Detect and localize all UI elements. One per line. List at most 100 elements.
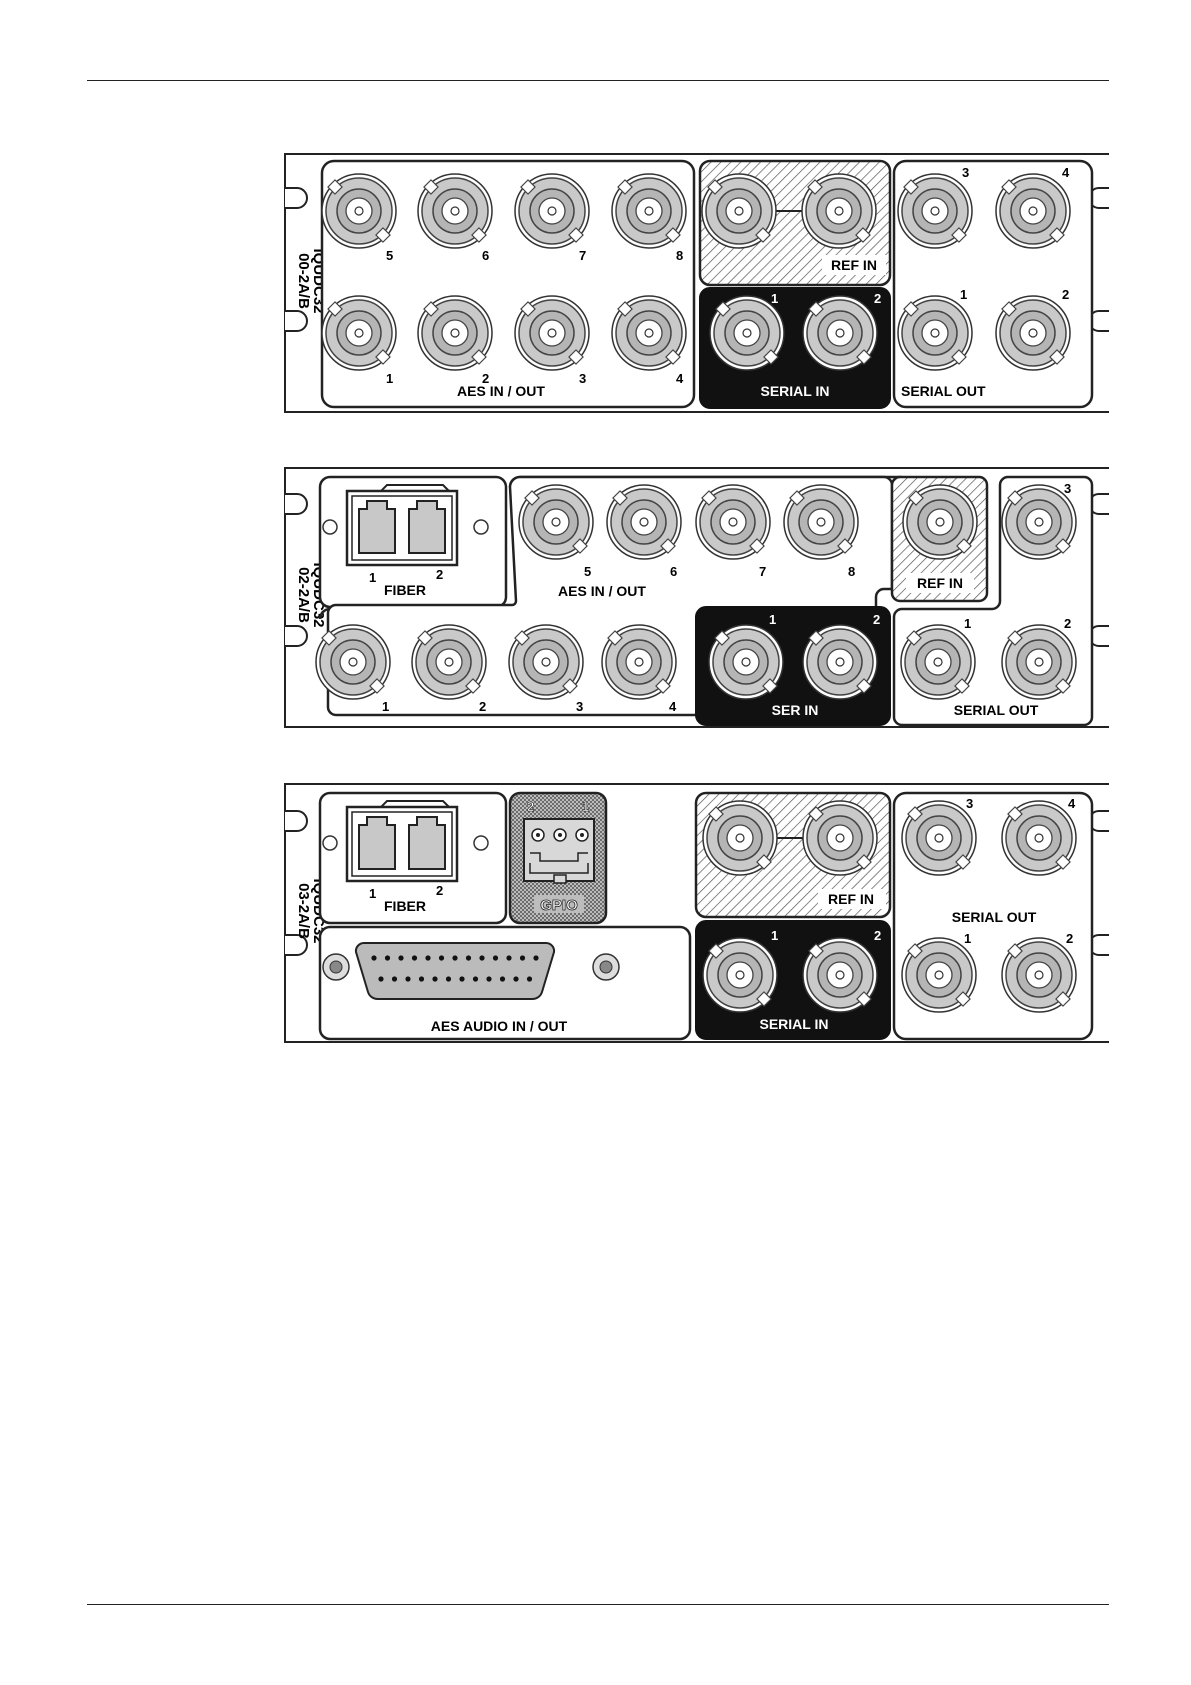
serial-out-number: 1 [964, 931, 971, 946]
gpio-label: GPIO [540, 897, 578, 914]
fiber-connector-icon [347, 485, 457, 565]
bnc-connector-icon [802, 174, 876, 248]
footer-rule [87, 1604, 1109, 1605]
bnc-connector-icon [709, 625, 783, 699]
bnc-connector-icon [412, 625, 486, 699]
bnc-connector-icon [612, 174, 686, 248]
serial-out-number: 2 [1066, 931, 1073, 946]
bnc-connector-icon [322, 174, 396, 248]
serial-out-number: 4 [1068, 796, 1076, 811]
bnc-connector-icon [901, 625, 975, 699]
bnc-connector-icon [703, 801, 777, 875]
serial-in-number: 1 [771, 928, 778, 943]
bnc-connector-icon [898, 174, 972, 248]
serial-in-label: SERIAL IN [760, 1016, 829, 1032]
gpio-terminal-icon [524, 819, 594, 883]
panel-drawing: IQUDC32 03-2A/B 1 2 FIBER 2 1 GPIO AES A… [284, 783, 1109, 1045]
bnc-connector-icon [1002, 485, 1076, 559]
panel-iqudc32-00: IQUDC32 00-2A/B 5 6 7 8 1 2 3 4 AES IN /… [284, 153, 1109, 414]
serial-out-label: SERIAL OUT [954, 702, 1039, 718]
bnc-connector-icon [902, 801, 976, 875]
gpio-number: 1 [582, 799, 589, 814]
bnc-connector-icon [710, 296, 784, 370]
bnc-connector-icon [803, 625, 877, 699]
fiber-number: 1 [369, 570, 376, 585]
bnc-connector-icon [322, 296, 396, 370]
bnc-connector-icon [702, 174, 776, 248]
serial-out-number: 2 [1064, 616, 1071, 631]
serial-out-number: 1 [964, 616, 971, 631]
bnc-connector-icon [696, 485, 770, 559]
bnc-connector-icon [602, 625, 676, 699]
bnc-connector-icon [703, 938, 777, 1012]
aes-number: 7 [759, 564, 766, 579]
aes-number: 4 [676, 371, 684, 386]
aes-number: 5 [386, 248, 393, 263]
bnc-connector-icon [515, 296, 589, 370]
serial-out-number: 1 [960, 287, 967, 302]
aes-number: 1 [382, 699, 389, 714]
fiber-number: 2 [436, 567, 443, 582]
aes-label: AES IN / OUT [558, 583, 646, 599]
gpio-number: 2 [527, 799, 534, 814]
serial-out-number: 3 [962, 165, 969, 180]
bnc-connector-icon [418, 296, 492, 370]
ref-in-label: REF IN [831, 257, 877, 273]
fiber-connector-icon [347, 801, 457, 881]
serial-out-label: SERIAL OUT [952, 909, 1037, 925]
bnc-connector-icon [607, 485, 681, 559]
screw-icon [323, 836, 337, 850]
aes-number: 3 [579, 371, 586, 386]
bnc-connector-icon [803, 296, 877, 370]
svg-text:00-2A/B: 00-2A/B [295, 253, 312, 309]
bnc-connector-icon [996, 174, 1070, 248]
serial-out-number: 2 [1062, 287, 1069, 302]
aes-number: 6 [670, 564, 677, 579]
bnc-connector-icon [509, 625, 583, 699]
serial-out-number: 3 [966, 796, 973, 811]
panel-drawing: IQUDC32 00-2A/B 5 6 7 8 1 2 3 4 AES IN /… [284, 153, 1109, 414]
screw-icon [474, 520, 488, 534]
bnc-connector-icon [519, 485, 593, 559]
svg-text:03-2A/B: 03-2A/B [295, 883, 312, 939]
serial-in-number: 2 [873, 612, 880, 627]
bnc-connector-icon [418, 174, 492, 248]
bnc-connector-icon [612, 296, 686, 370]
bnc-connector-icon [996, 296, 1070, 370]
aes-audio-label: AES AUDIO IN / OUT [431, 1018, 568, 1034]
serial-in-number: 1 [771, 291, 778, 306]
aes-number: 2 [479, 699, 486, 714]
serial-out-number: 3 [1064, 481, 1071, 496]
serial-in-number: 2 [874, 291, 881, 306]
panel-iqudc32-03: IQUDC32 03-2A/B 1 2 FIBER 2 1 GPIO AES A… [284, 783, 1109, 1045]
header-rule [87, 80, 1109, 81]
bnc-connector-icon [1002, 801, 1076, 875]
db25-connector-icon [356, 943, 554, 999]
screw-icon [474, 836, 488, 850]
panel-drawing: IQUDC32 02-2A/B 1 2 FIBER 5 6 7 8 1 2 3 … [284, 467, 1109, 730]
fiber-number: 2 [436, 883, 443, 898]
ref-bnc [903, 485, 977, 559]
bnc-connector-icon [1002, 938, 1076, 1012]
aes-number: 8 [848, 564, 855, 579]
fiber-label: FIBER [384, 582, 426, 598]
bnc-connector-icon [803, 801, 877, 875]
aes-label: AES IN / OUT [457, 383, 545, 399]
bnc-connector-icon [1002, 625, 1076, 699]
aes-number: 8 [676, 248, 683, 263]
aes-number: 5 [584, 564, 591, 579]
bnc-connector-icon [903, 485, 977, 559]
fiber-label: FIBER [384, 898, 426, 914]
fiber-number: 1 [369, 886, 376, 901]
aes-number: 7 [579, 248, 586, 263]
screw-icon [323, 520, 337, 534]
ref-in-label: REF IN [917, 575, 963, 591]
bnc-connector-icon [784, 485, 858, 559]
bnc-connector-icon [316, 625, 390, 699]
ref-in-label: REF IN [828, 891, 874, 907]
aes-number: 3 [576, 699, 583, 714]
serial-in-label: SER IN [772, 702, 819, 718]
serial-out-label: SERIAL OUT [901, 383, 986, 399]
bnc-connector-icon [803, 938, 877, 1012]
aes-number: 4 [669, 699, 677, 714]
